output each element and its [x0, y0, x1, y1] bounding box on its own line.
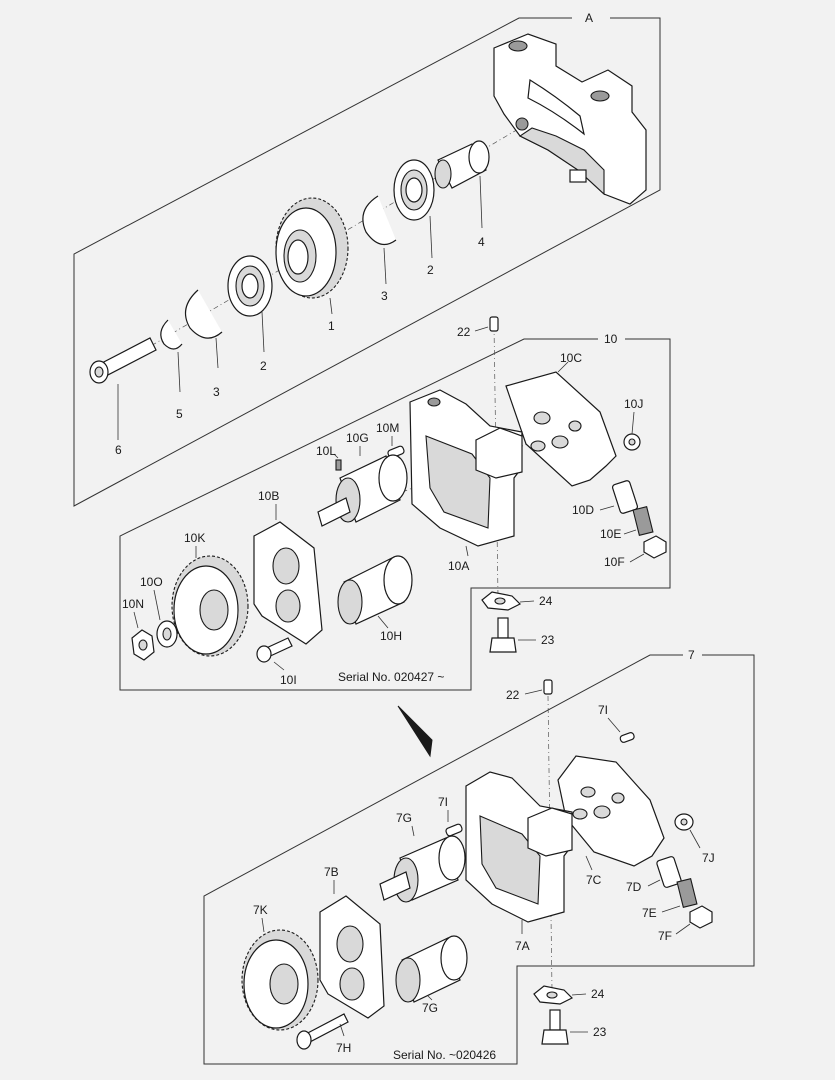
bushing-4: 4 [434, 140, 490, 249]
pump-gear-7k: 7K [241, 903, 319, 1031]
snap-ring-3-lower: 3 [184, 289, 223, 399]
drive-gear-10g: 10G [317, 431, 408, 527]
part-label-5: 5 [176, 407, 183, 421]
idler-gear-1: 1 [275, 197, 349, 333]
plug-7j: 7J [674, 813, 715, 865]
ball-bearing-2-upper: 2 [393, 159, 435, 277]
part-label-1: 1 [328, 319, 335, 333]
part-label-23-bottom: 23 [593, 1025, 607, 1039]
part-label-7e: 7E [642, 906, 657, 920]
part-label-2-lower: 2 [260, 359, 267, 373]
serial-number-old: Serial No. ~020426 [393, 1048, 496, 1062]
part-label-3-lower: 3 [213, 385, 220, 399]
ball-bearing-2-lower: 2 [227, 255, 273, 373]
part-label-10k: 10K [184, 531, 205, 545]
part-label-10f: 10F [604, 555, 625, 569]
part-label-7f: 7F [658, 929, 672, 943]
relief-spring-10e: 10E [600, 506, 654, 541]
bolt-6: 6 [89, 337, 157, 457]
part-label-23-middle: 23 [541, 633, 555, 647]
pump-gear-10k: 10K [171, 531, 249, 657]
part-label-10i: 10I [280, 673, 297, 687]
group-frame-10: 10 Serial No. 020427 ~ [119, 332, 671, 691]
part-label-7j: 7J [702, 851, 715, 865]
group-label-7: 7 [688, 648, 695, 662]
serial-number-new: Serial No. 020427 ~ [338, 670, 444, 684]
part-label-7a: 7A [515, 939, 530, 953]
pump-body-10a: 10A [409, 389, 523, 573]
snap-ring-5: 5 [160, 319, 183, 421]
driven-gear-10h: 10H [337, 555, 413, 643]
pump-cover-7c: 7C [557, 755, 665, 887]
group-frame-7: 7 Serial No. ~020426 [203, 648, 755, 1065]
part-label-7k: 7K [253, 903, 268, 917]
key-10l: 10L [316, 444, 342, 471]
bolt-7h: 7H [296, 1013, 351, 1055]
part-label-10g: 10G [346, 431, 369, 445]
relief-spring-7e: 7E [642, 878, 698, 920]
part-label-7b: 7B [324, 865, 339, 879]
part-label-7h: 7H [336, 1041, 351, 1055]
part-label-10h: 10H [380, 629, 402, 643]
group-label-10: 10 [604, 332, 618, 346]
plug-10j: 10J [623, 397, 643, 451]
part-label-10j: 10J [624, 397, 643, 411]
relief-valve-10d: 10D [572, 480, 639, 517]
group-label-a: A [585, 11, 593, 25]
bolt-23-bottom: 23 [541, 1009, 607, 1045]
part-label-7i-upper: 7I [598, 703, 608, 717]
lock-washer-24-bottom: 24 [533, 985, 605, 1005]
part-label-10c: 10C [560, 351, 582, 365]
dowel-pin-7i-lower: 7I [438, 795, 463, 837]
dowel-pin-10m: 10M [376, 421, 405, 459]
part-label-7g-upper: 7G [396, 811, 412, 825]
part-label-3-upper: 3 [381, 289, 388, 303]
part-label-10b: 10B [258, 489, 279, 503]
part-label-22-middle: 22 [457, 325, 471, 339]
part-label-7d: 7D [626, 880, 642, 894]
part-label-10d: 10D [572, 503, 594, 517]
part-label-22-bottom: 22 [506, 688, 520, 702]
relief-plug-7f: 7F [658, 905, 713, 943]
direction-arrow [397, 705, 433, 758]
gear-case-10b: 10B [253, 489, 323, 645]
drive-gear-7g-upper: 7G [379, 811, 466, 903]
relief-plug-10f: 10F [604, 535, 667, 569]
part-label-24-bottom: 24 [591, 987, 605, 1001]
part-label-10m: 10M [376, 421, 399, 435]
bolt-23-middle: 23 [489, 617, 555, 653]
pump-body-7a: 7A [465, 771, 573, 953]
part-label-10o: 10O [140, 575, 163, 589]
part-label-10l: 10L [316, 444, 336, 458]
part-label-7g-lower: 7G [422, 1001, 438, 1015]
part-label-10e: 10E [600, 527, 621, 541]
bolt-10i: 10I [256, 637, 297, 687]
relief-valve-7d: 7D [626, 856, 682, 894]
dowel-pin-22-bottom: 22 [506, 679, 553, 702]
group-frame-a: A [73, 11, 661, 507]
part-label-7c: 7C [586, 873, 602, 887]
pump-cover-10c: 10C [505, 351, 617, 487]
dowel-pin-7i-upper: 7I [598, 703, 635, 743]
part-label-7i-lower: 7I [438, 795, 448, 809]
lock-washer-24-middle: 24 [481, 591, 553, 611]
nut-10n: 10N [122, 597, 155, 661]
washer-10o: 10O [140, 575, 178, 648]
part-label-24-middle: 24 [539, 594, 553, 608]
part-label-2-upper: 2 [427, 263, 434, 277]
driven-gear-7g-lower: 7G [395, 935, 468, 1015]
part-label-10n: 10N [122, 597, 144, 611]
snap-ring-3-upper: 3 [362, 195, 397, 303]
part-label-6: 6 [115, 443, 122, 457]
part-label-10a: 10A [448, 559, 469, 573]
dowel-pin-22-middle: 22 [457, 316, 499, 339]
gear-case-7b: 7B [319, 865, 385, 1019]
part-label-4: 4 [478, 235, 485, 249]
bearing-bracket [493, 33, 647, 205]
